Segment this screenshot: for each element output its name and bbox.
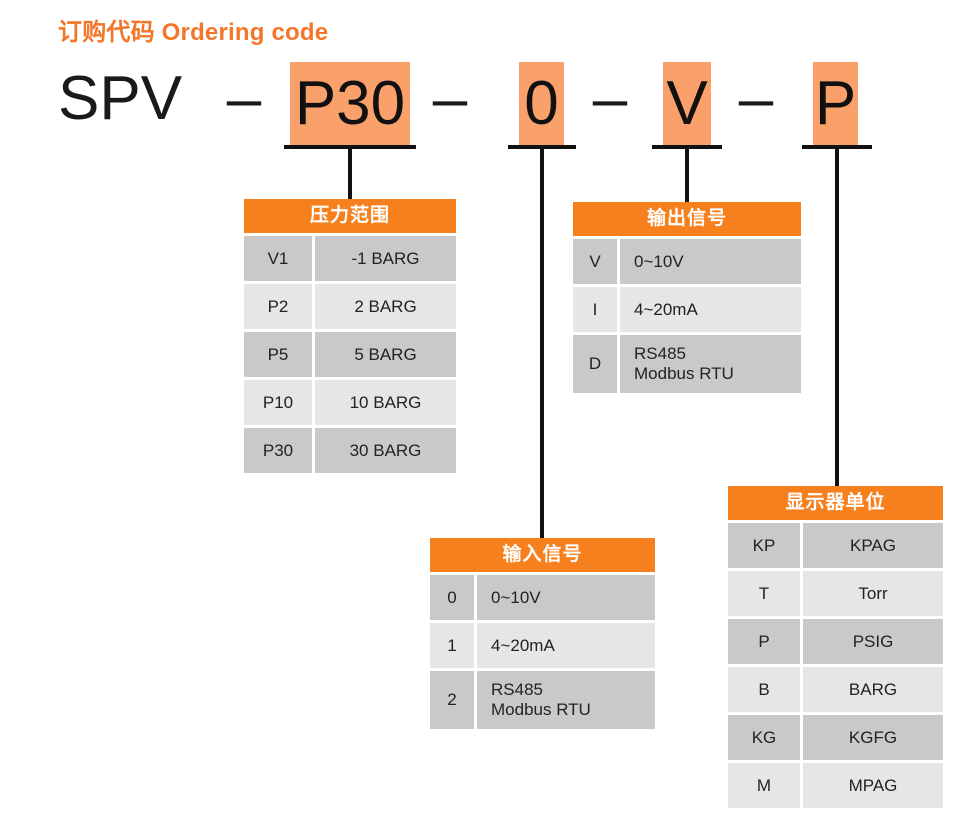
cell-code: P5 — [244, 332, 312, 377]
code-separator-4: – — [738, 64, 774, 133]
cell-code: KG — [728, 715, 800, 760]
cell-value: 2 BARG — [315, 284, 456, 329]
table-row: P30 30 BARG — [244, 428, 456, 473]
cell-code: I — [573, 287, 617, 332]
table-header-input-signal: 输入信号 — [430, 538, 655, 572]
cell-value: RS485 Modbus RTU — [620, 335, 801, 393]
connector-input-signal — [540, 149, 544, 538]
table-row: M MPAG — [728, 763, 943, 808]
cell-code: V — [573, 239, 617, 284]
table-row: P PSIG — [728, 619, 943, 664]
code-highlight-input-signal — [519, 62, 564, 145]
code-separator-1: – — [226, 64, 262, 133]
table-row: V1 -1 BARG — [244, 236, 456, 281]
cell-code: D — [573, 335, 617, 393]
code-highlight-display-unit — [813, 62, 858, 145]
table-row: KP KPAG — [728, 523, 943, 568]
cell-code: P — [728, 619, 800, 664]
cell-value: RS485 Modbus RTU — [477, 671, 655, 729]
code-value-display-unit: P — [814, 69, 857, 138]
table-row: V 0~10V — [573, 239, 801, 284]
code-prefix: SPV — [58, 64, 183, 133]
ordering-code-line: SPV – P30 – 0 – V – P — [0, 55, 978, 155]
code-highlight-pressure-range — [290, 62, 410, 145]
code-underbar-pressure-range — [284, 145, 416, 149]
code-underbar-output-signal — [652, 145, 722, 149]
cell-value: 10 BARG — [315, 380, 456, 425]
table-row: P10 10 BARG — [244, 380, 456, 425]
connector-display-unit — [835, 149, 839, 486]
table-row: 0 0~10V — [430, 575, 655, 620]
table-row: 2 RS485 Modbus RTU — [430, 671, 655, 729]
cell-code: M — [728, 763, 800, 808]
table-row: B BARG — [728, 667, 943, 712]
cell-code: 2 — [430, 671, 474, 729]
table-row: 1 4~20mA — [430, 623, 655, 668]
cell-code: 0 — [430, 575, 474, 620]
connector-pressure-range — [348, 149, 352, 201]
cell-value: KPAG — [803, 523, 943, 568]
code-underbar-display-unit — [802, 145, 872, 149]
table-header-output-signal: 输出信号 — [573, 202, 801, 236]
table-row: D RS485 Modbus RTU — [573, 335, 801, 393]
page-title: 订购代码 Ordering code — [58, 19, 329, 46]
cell-code: T — [728, 571, 800, 616]
table-header-pressure-range: 压力范围 — [244, 199, 456, 233]
cell-value: Torr — [803, 571, 943, 616]
table-row: P2 2 BARG — [244, 284, 456, 329]
cell-value: MPAG — [803, 763, 943, 808]
cell-value: BARG — [803, 667, 943, 712]
cell-value: 5 BARG — [315, 332, 456, 377]
table-row: I 4~20mA — [573, 287, 801, 332]
table-output-signal: 输出信号 V 0~10V I 4~20mA D RS485 Modbus RTU — [573, 202, 801, 393]
cell-value: 4~20mA — [477, 623, 655, 668]
code-value-pressure-range: P30 — [294, 69, 406, 138]
table-display-unit: 显示器单位 KP KPAG T Torr P PSIG B BARG KG KG… — [728, 486, 943, 808]
connector-output-signal — [685, 149, 689, 202]
cell-code: P30 — [244, 428, 312, 473]
cell-value: KGFG — [803, 715, 943, 760]
cell-code: 1 — [430, 623, 474, 668]
cell-code: P10 — [244, 380, 312, 425]
table-pressure-range: 压力范围 V1 -1 BARG P2 2 BARG P5 5 BARG P10 … — [244, 199, 456, 473]
cell-code: P2 — [244, 284, 312, 329]
cell-value: 30 BARG — [315, 428, 456, 473]
cell-value: 0~10V — [620, 239, 801, 284]
cell-value: 4~20mA — [620, 287, 801, 332]
code-highlight-output-signal — [663, 62, 711, 145]
code-separator-2: – — [432, 64, 468, 133]
cell-value: 0~10V — [477, 575, 655, 620]
table-row: KG KGFG — [728, 715, 943, 760]
code-value-input-signal: 0 — [524, 69, 559, 138]
table-row: P5 5 BARG — [244, 332, 456, 377]
code-underbar-input-signal — [508, 145, 576, 149]
cell-value: PSIG — [803, 619, 943, 664]
cell-code: V1 — [244, 236, 312, 281]
cell-code: B — [728, 667, 800, 712]
table-row: T Torr — [728, 571, 943, 616]
table-input-signal: 输入信号 0 0~10V 1 4~20mA 2 RS485 Modbus RTU — [430, 538, 655, 729]
table-header-display-unit: 显示器单位 — [728, 486, 943, 520]
cell-code: KP — [728, 523, 800, 568]
code-value-output-signal: V — [666, 69, 708, 138]
code-separator-3: – — [592, 64, 628, 133]
cell-value: -1 BARG — [315, 236, 456, 281]
